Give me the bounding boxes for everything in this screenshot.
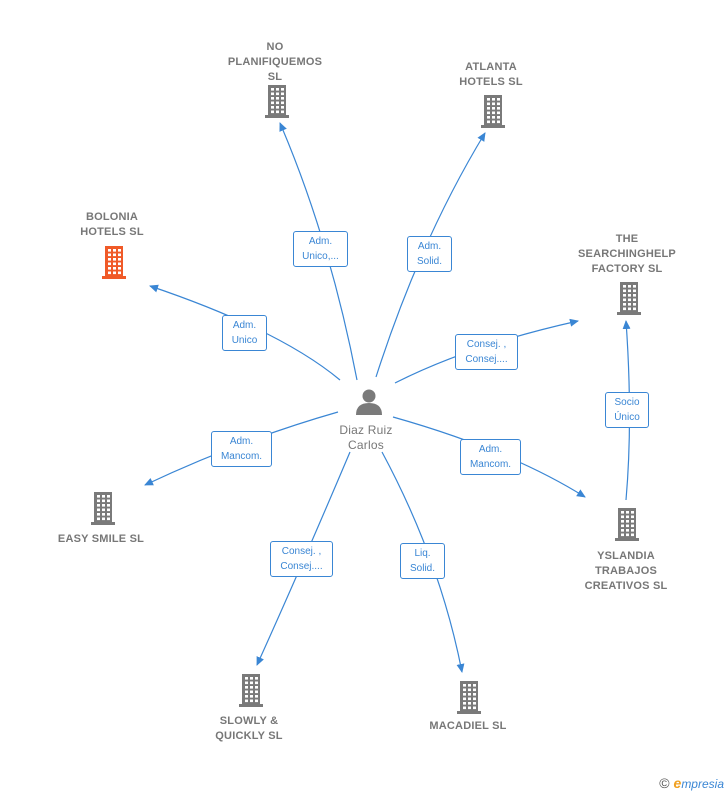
footer-brand: ©empresia — [659, 775, 724, 791]
building-icon-search[interactable] — [617, 282, 641, 315]
edge-label-slowly[interactable]: Consej. , Consej.... — [270, 541, 333, 577]
edge-label-macadiel[interactable]: Liq. Solid. — [400, 543, 445, 579]
company-label-no-plan[interactable]: NO PLANIFIQUEMOS SL — [227, 41, 323, 83]
person-label[interactable]: Diaz Ruiz Carlos — [339, 423, 393, 452]
building-icon-easy[interactable] — [91, 492, 115, 525]
edge-label-atlanta[interactable]: Adm. Solid. — [407, 236, 452, 272]
company-label-bolonia[interactable]: BOLONIA HOTELS SL — [80, 211, 144, 238]
copyright-symbol: © — [659, 775, 670, 791]
brand-logo-initial: e — [673, 775, 682, 791]
edge-label-ysl-search[interactable]: Socio Único — [605, 392, 649, 428]
edge-label-search[interactable]: Consej. , Consej.... — [455, 334, 518, 370]
edge-label-no-plan[interactable]: Adm. Unico,... — [293, 231, 348, 267]
building-icon-macadiel[interactable] — [457, 681, 481, 714]
edge-label-yslandia[interactable]: Adm. Mancom. — [460, 439, 521, 475]
person-icon[interactable] — [356, 389, 382, 416]
building-icon-bolonia[interactable] — [102, 246, 126, 279]
company-label-yslandia[interactable]: YSLANDIA TRABAJOS CREATIVOS SL — [584, 550, 668, 592]
company-label-atlanta[interactable]: ATLANTA HOTELS SL — [459, 61, 523, 88]
brand-logo-text: mpresia — [681, 777, 724, 791]
building-icon-yslandia[interactable] — [615, 508, 639, 541]
building-icon-atlanta[interactable] — [481, 95, 505, 128]
edge-label-bolonia[interactable]: Adm. Unico — [222, 315, 267, 351]
company-label-slowly[interactable]: SLOWLY & QUICKLY SL — [215, 715, 283, 742]
company-label-easy[interactable]: EASY SMILE SL — [57, 533, 145, 545]
company-label-search[interactable]: THE SEARCHINGHELP FACTORY SL — [578, 233, 676, 275]
company-label-macadiel[interactable]: MACADIEL SL — [429, 720, 507, 732]
building-icon-no-plan[interactable] — [265, 85, 289, 118]
edge-label-easy[interactable]: Adm. Mancom. — [211, 431, 272, 467]
building-icon-slowly[interactable] — [239, 674, 263, 707]
